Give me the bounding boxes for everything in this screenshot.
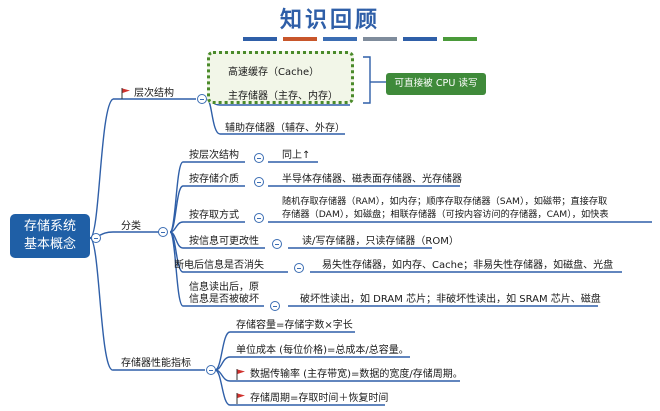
hierarchy-item-main-memory[interactable]: 主存储器（主存、内存）: [228, 91, 338, 102]
collapse-toggle-icon[interactable]: [294, 263, 304, 273]
hierarchy-item-cache[interactable]: 高速缓存（Cache）: [228, 67, 320, 78]
red-flag-icon: [236, 393, 245, 404]
class-by-access[interactable]: 按存取方式: [189, 210, 239, 221]
title-color-bar: [363, 37, 397, 41]
metric-transfer-rate[interactable]: 数据传输率 (主存带宽)=数据的宽度/存储周期。: [250, 369, 463, 380]
title-color-bar: [323, 37, 357, 41]
page-title: 知识回顾: [279, 8, 380, 33]
branch-metrics-label[interactable]: 存储器性能指标: [121, 358, 191, 369]
collapse-toggle-icon[interactable]: [254, 177, 264, 187]
cpu-callout-label: 可直接被 CPU 读写: [386, 73, 486, 95]
class-by-volatility-desc: 易失性存储器，如内存、Cache；非易失性存储器，如磁盘、光盘: [322, 260, 614, 271]
class-by-level[interactable]: 按层次结构: [189, 150, 239, 161]
collapse-toggle-icon[interactable]: [254, 213, 264, 223]
class-by-destructive-line1[interactable]: 信息读出后，原: [189, 282, 259, 293]
title-color-bar: [283, 37, 317, 41]
class-by-destructive-desc: 破坏性读出，如 DRAM 芯片；非破坏性读出，如 SRAM 芯片、磁盘: [300, 294, 601, 305]
collapse-toggle-icon[interactable]: [91, 233, 101, 243]
class-by-medium-desc: 半导体存储器、磁表面存储器、光存储器: [282, 174, 462, 185]
collapse-toggle-icon[interactable]: [272, 239, 282, 249]
class-by-destructive-line2[interactable]: 信息是否被破坏: [189, 294, 259, 305]
root-label-line1: 存储系统: [23, 219, 76, 234]
collapse-toggle-icon[interactable]: [197, 94, 207, 104]
class-by-access-desc-line1: 随机存取存储器（RAM），如内存；顺序存取存储器（SAM），如磁带；直接存取: [282, 196, 608, 207]
collapse-toggle-icon[interactable]: [206, 365, 216, 375]
metric-memory-cycle[interactable]: 存储周期=存取时间＋恢复时间: [250, 393, 389, 404]
branch-hierarchy-label[interactable]: 层次结构: [134, 88, 174, 99]
metric-unit-cost[interactable]: 单位成本 (每位价格)=总成本/总容量。: [236, 345, 409, 356]
red-flag-icon: [121, 88, 130, 99]
title-color-bar: [443, 37, 477, 41]
metric-capacity[interactable]: 存储容量=存储字数×字长: [236, 320, 353, 331]
class-by-access-desc-line2: 存储器（DAM），如磁盘；相联存储器（可按内容访问的存储器，CAM），如快表: [282, 209, 609, 220]
class-by-medium[interactable]: 按存储介质: [189, 174, 239, 185]
red-flag-icon: [236, 369, 245, 380]
collapse-toggle-icon[interactable]: [158, 227, 168, 237]
class-by-volatility[interactable]: 断电后信息是否消失: [174, 260, 264, 271]
root-label-line2: 基本概念: [23, 237, 76, 252]
title-color-bar: [403, 37, 437, 41]
hierarchy-item-auxiliary[interactable]: 辅助存储器（辅存、外存）: [225, 123, 345, 134]
class-by-level-desc: 同上↑: [282, 150, 311, 161]
class-by-mutability-desc: 读/写存储器，只读存储器（ROM）: [302, 236, 459, 247]
title-color-bar: [243, 37, 277, 41]
cpu-accessible-group-box: [207, 51, 354, 104]
branch-classification-label[interactable]: 分类: [121, 221, 141, 232]
class-by-mutability[interactable]: 按信息可更改性: [189, 236, 259, 247]
collapse-toggle-icon[interactable]: [270, 301, 280, 311]
root-node[interactable]: 存储系统 基本概念: [10, 214, 90, 258]
collapse-toggle-icon[interactable]: [254, 153, 264, 163]
